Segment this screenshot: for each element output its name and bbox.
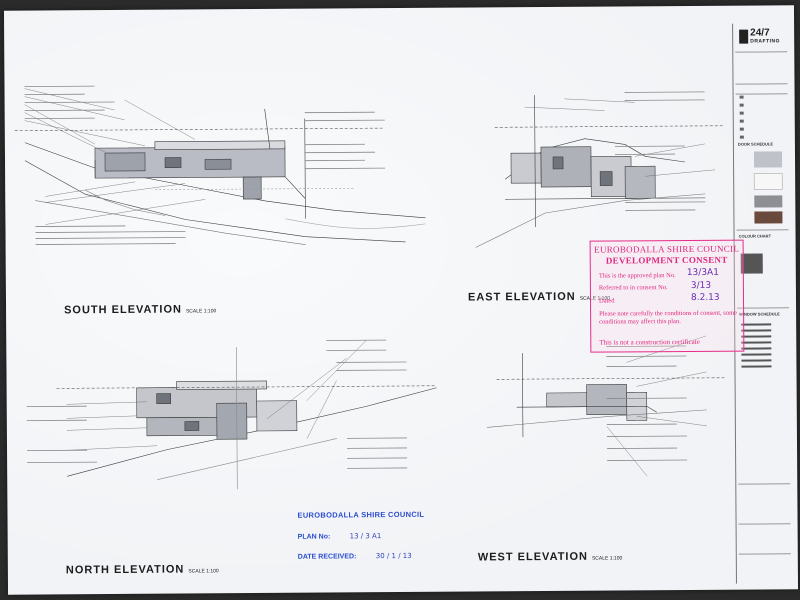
stamp-consent-value: 3/13 bbox=[690, 280, 712, 291]
elevation-drawings bbox=[14, 85, 727, 490]
south-elevation-drawing bbox=[14, 88, 426, 245]
north-elevation-title: NORTH ELEVATION bbox=[65, 563, 185, 577]
title-block: 24/7 DRAFTING DOOR SCHEDULE bbox=[732, 23, 793, 584]
west-elevation-scale: SCALE 1:100 bbox=[591, 555, 623, 562]
stamp-dated-label: Dated bbox=[598, 297, 615, 305]
stamp-plan-label: This is the approved plan No. bbox=[598, 272, 676, 280]
west-elevation-drawing bbox=[486, 335, 727, 477]
south-elevation-scale: SCALE 1:100 bbox=[185, 308, 217, 315]
stamp-warning: This is not a construction certificate bbox=[599, 337, 700, 347]
stamp-note: Please note carefully the conditions of … bbox=[599, 309, 738, 326]
door-schedule-heading: DOOR SCHEDULE bbox=[737, 141, 774, 147]
colour-chart-heading: COLOUR CHART bbox=[738, 233, 772, 239]
council-date-value: 30 / 1 / 13 bbox=[375, 551, 412, 561]
stamp-plan-value: 13/3A1 bbox=[686, 267, 719, 279]
south-elevation-title: SOUTH ELEVATION bbox=[64, 303, 182, 317]
stamp-consent-label: Referred to in consent No. bbox=[598, 284, 668, 292]
council-plan-value: 13 / 3 A1 bbox=[349, 532, 382, 541]
north-elevation-drawing bbox=[56, 340, 437, 490]
east-elevation-title: EAST ELEVATION bbox=[467, 290, 576, 304]
west-elevation-title: WEST ELEVATION bbox=[477, 550, 588, 564]
stamp-dated-value: 8.2.13 bbox=[690, 292, 720, 303]
north-elevation-scale: SCALE 1:100 bbox=[188, 568, 219, 575]
council-received-stamp: EUROBODALLA SHIRE COUNCIL PLAN No: 13 / … bbox=[297, 510, 447, 573]
east-elevation-drawing bbox=[475, 95, 725, 248]
title-block-swatches bbox=[739, 95, 783, 368]
council-stamp-heading: EUROBODALLA SHIRE COUNCIL bbox=[297, 509, 425, 520]
annotation-text-lines bbox=[24, 85, 706, 469]
development-consent-stamp: EUROBODALLA SHIRE COUNCIL DEVELOPMENT CO… bbox=[589, 239, 745, 353]
window-schedule-heading: WINDOW SCHEDULE bbox=[739, 311, 780, 317]
stamp-council-name: EUROBODALLA SHIRE COUNCIL bbox=[594, 243, 740, 255]
council-plan-label: PLAN No: bbox=[297, 533, 331, 541]
stamp-heading: DEVELOPMENT CONSENT bbox=[605, 254, 728, 266]
council-date-label: DATE RECEIVED: bbox=[297, 553, 357, 561]
